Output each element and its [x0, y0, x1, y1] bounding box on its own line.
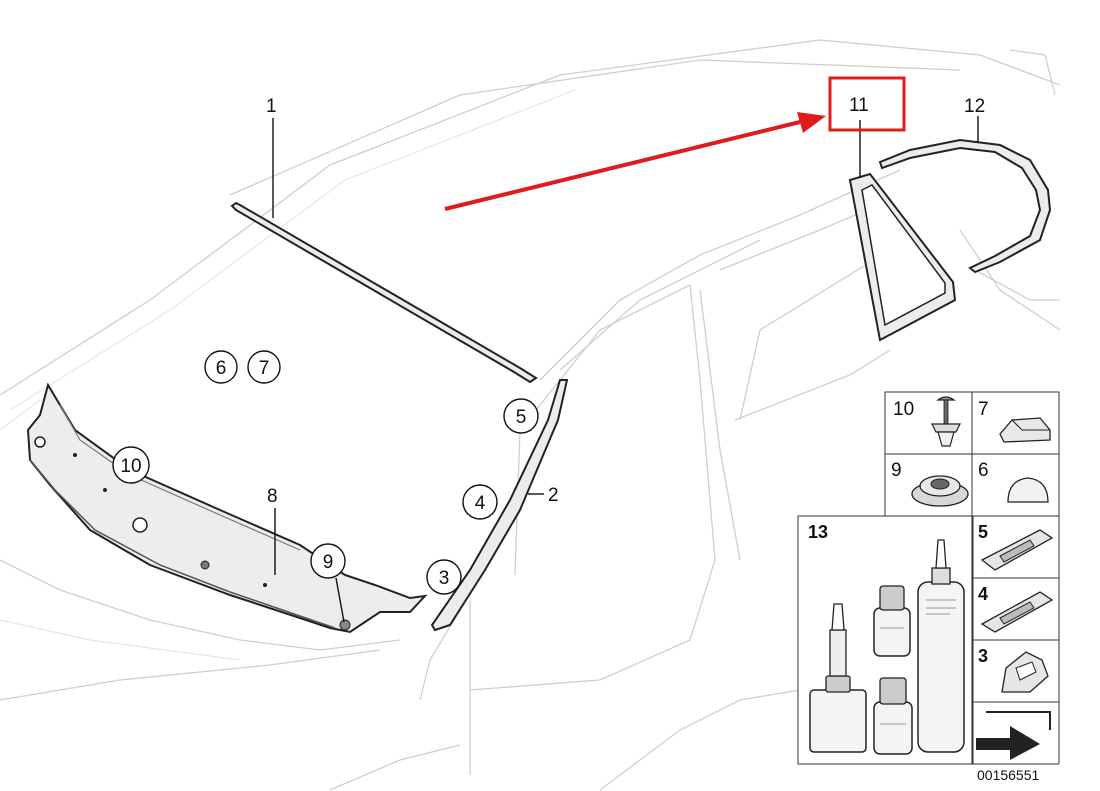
- clip-5-icon: [980, 529, 1054, 571]
- dome-plug-icon: [1007, 477, 1049, 503]
- applicator-bottle-icon: [809, 603, 867, 753]
- callout-10-circle: 10: [112, 446, 150, 484]
- callout-12: 12: [964, 96, 985, 117]
- legend-label-10: 10: [893, 399, 914, 420]
- callout-1: 1: [266, 96, 277, 117]
- svg-text:10: 10: [120, 456, 141, 477]
- adhesive-cartridge-icon: [917, 539, 965, 753]
- window-seal: [878, 138, 1052, 274]
- parts-legend: 10 7 9 6 13 5 4 3: [797, 391, 1060, 783]
- svg-text:6: 6: [216, 358, 227, 379]
- callout-9-circle: 9: [310, 543, 346, 579]
- a-pillar-trim: [430, 379, 569, 632]
- windshield-seal: [230, 201, 538, 384]
- bracket-3-icon: [1001, 651, 1049, 693]
- svg-text:9: 9: [323, 552, 334, 573]
- legend-label-13: 13: [808, 522, 828, 542]
- legend-label-5: 5: [978, 522, 988, 542]
- reference-number: 00156551: [977, 767, 1040, 783]
- callout-8: 8: [267, 486, 278, 507]
- primer-bottle-small-icon: [873, 585, 911, 657]
- rubber-block-icon: [999, 417, 1051, 443]
- callout-5-circle: 5: [503, 398, 539, 434]
- legend-label-4: 4: [978, 584, 988, 604]
- highlight-box: [828, 76, 906, 132]
- primer-bottle-icon: [873, 677, 913, 755]
- callout-4-circle: 4: [462, 484, 498, 520]
- svg-text:7: 7: [259, 358, 270, 379]
- quarter-window: [848, 172, 957, 342]
- legend-label-3: 3: [978, 646, 988, 666]
- callout-6-circle: 6: [204, 350, 238, 384]
- svg-text:3: 3: [439, 568, 450, 589]
- highlight-annotation: [444, 76, 906, 211]
- callout-2: 2: [548, 485, 559, 506]
- legend-label-9: 9: [891, 460, 902, 481]
- callout-3-circle: 3: [426, 559, 462, 595]
- legend-label-7: 7: [978, 399, 989, 420]
- highlight-arrow-head: [797, 112, 826, 133]
- legend-label-6: 6: [978, 460, 989, 481]
- highlight-arrow-shaft: [444, 120, 801, 211]
- arrow-symbol-icon: [976, 706, 1055, 760]
- cowl-panel: [26, 382, 428, 634]
- svg-text:4: 4: [475, 493, 486, 514]
- clip-screw-icon: [931, 396, 961, 447]
- clip-4-icon: [980, 591, 1054, 633]
- grommet-icon: [911, 475, 969, 507]
- callout-11: 11: [849, 95, 869, 116]
- svg-text:5: 5: [516, 407, 527, 428]
- callout-7-circle: 7: [247, 350, 281, 384]
